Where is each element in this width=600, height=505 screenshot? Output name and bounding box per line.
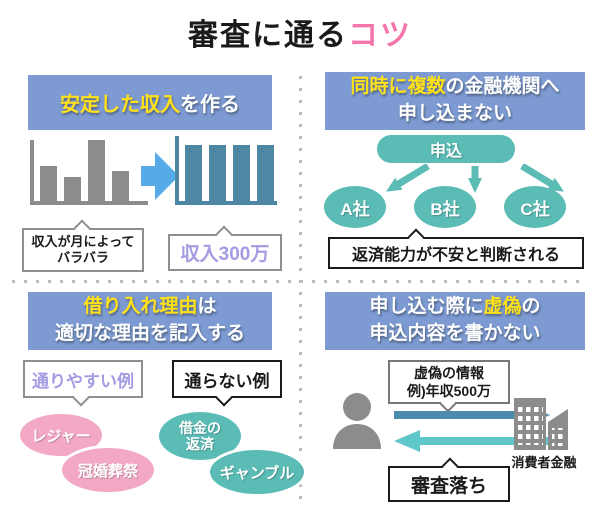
header-em: 虚偽 xyxy=(483,296,522,318)
header-line1: 申し込む際に虚偽の xyxy=(325,294,585,321)
title-main: 審査に通る xyxy=(188,19,348,52)
ellipse-line2: 返済 xyxy=(186,436,214,452)
header-line2: 適切な理由を記入する xyxy=(54,323,245,344)
callout-line1: 虚偽の情報 xyxy=(414,364,484,381)
section-borrowing-reason: 借り入れ理由は 適切な理由を記入する 通りやすい例 通らない例 レジャー 冠婚葬… xyxy=(15,290,304,505)
bar xyxy=(233,145,250,201)
bar xyxy=(40,165,57,201)
callout-text: 収入300万 xyxy=(180,244,270,265)
irregular-income-bar-chart xyxy=(30,140,148,205)
label-text: 通りやすい例 xyxy=(32,371,134,391)
person-icon xyxy=(333,393,381,449)
multiple-applications-header: 同時に複数の金融機関へ 申し込まない xyxy=(325,72,585,130)
header-line: 安定した収入を作る xyxy=(28,88,272,117)
ellipse-line1: 借金の xyxy=(179,419,221,436)
title-accent: コツ xyxy=(348,19,412,52)
section-false-information: 申し込む際に虚偽の 申込内容を書かない 虚偽の情報 例)年収500万 xyxy=(310,290,590,505)
header-rest: の金融機関へ xyxy=(445,76,560,98)
header-em: 借り入れ理由 xyxy=(83,296,198,318)
header-rest: は xyxy=(197,296,217,318)
borrowing-reason-header: 借り入れ理由は 適切な理由を記入する xyxy=(28,292,272,350)
false-information-header: 申し込む際に虚偽の 申込内容を書かない xyxy=(325,292,585,350)
bad-examples-label: 通らない例 xyxy=(172,360,282,407)
consumer-finance-label: 消費者金融 xyxy=(511,455,577,470)
right-arrow-icon xyxy=(141,152,179,200)
header-em: 同時に複数 xyxy=(350,76,446,98)
stable-income-header: 安定した収入を作る xyxy=(28,75,272,130)
header-line1: 同時に複数の金融機関へ xyxy=(325,74,585,101)
callout-line1: 収入が月によって xyxy=(31,233,135,249)
bar xyxy=(257,145,274,201)
bad-example-gambling: ギャンブル xyxy=(210,450,304,494)
header-em: 安定した収入 xyxy=(60,94,180,116)
header-pre: 申し込む際に xyxy=(369,296,484,318)
repayment-risk-callout: 返済能力が不安と判断される xyxy=(328,228,584,269)
callout-pointer xyxy=(215,389,233,407)
fanout-arrows-icon xyxy=(386,164,564,193)
irregular-income-callout: 収入が月によって バラバラ xyxy=(22,219,144,272)
header-line1: 借り入れ理由は xyxy=(28,294,272,321)
bar xyxy=(209,145,226,201)
header-line2: 申し込まない xyxy=(397,103,512,124)
bad-example-debt-repayment: 借金の 返済 xyxy=(159,412,241,460)
callout-text: 審査落ち xyxy=(410,475,487,497)
header-line2: 申込内容を書かない xyxy=(369,323,541,344)
header-rest: の xyxy=(521,296,541,318)
callout-text: 返済能力が不安と判断される xyxy=(351,247,560,264)
header-rest: を作る xyxy=(180,94,240,116)
page-title: 審査に通るコツ xyxy=(0,10,600,54)
horizontal-dotted-divider xyxy=(12,280,588,283)
callout-line2: 例)年収500万 xyxy=(406,383,492,399)
section-multiple-applications: 同時に複数の金融機関へ 申し込まない 申込 A社 B社 C社 返済能力が不安と判… xyxy=(310,70,590,280)
good-examples-label: 通りやすい例 xyxy=(23,360,143,407)
screening-failed-callout: 審査落ち xyxy=(388,457,510,502)
bar xyxy=(112,170,129,201)
bar xyxy=(64,176,81,201)
good-example-ceremonies: 冠婚葬祭 xyxy=(62,448,154,492)
company-c-ellipse: C社 xyxy=(504,186,566,228)
bank-building-icon xyxy=(514,398,568,450)
company-b-ellipse: B社 xyxy=(414,186,476,228)
callout-pointer xyxy=(72,389,90,407)
callout-line2: バラバラ xyxy=(57,250,109,265)
bar xyxy=(88,140,105,201)
vertical-dotted-divider xyxy=(299,76,302,499)
false-info-callout: 虚偽の情報 例)年収500万 xyxy=(388,360,510,413)
application-pill: 申込 xyxy=(377,135,515,163)
company-a-ellipse: A社 xyxy=(324,186,386,228)
section-stable-income: 安定した収入を作る 収入が月によって バラバラ 収入300万 xyxy=(15,70,295,280)
label-text: 通らない例 xyxy=(184,371,270,391)
bar xyxy=(185,145,202,201)
stable-income-callout: 収入300万 xyxy=(168,225,282,271)
stable-income-bar-chart xyxy=(175,136,277,205)
